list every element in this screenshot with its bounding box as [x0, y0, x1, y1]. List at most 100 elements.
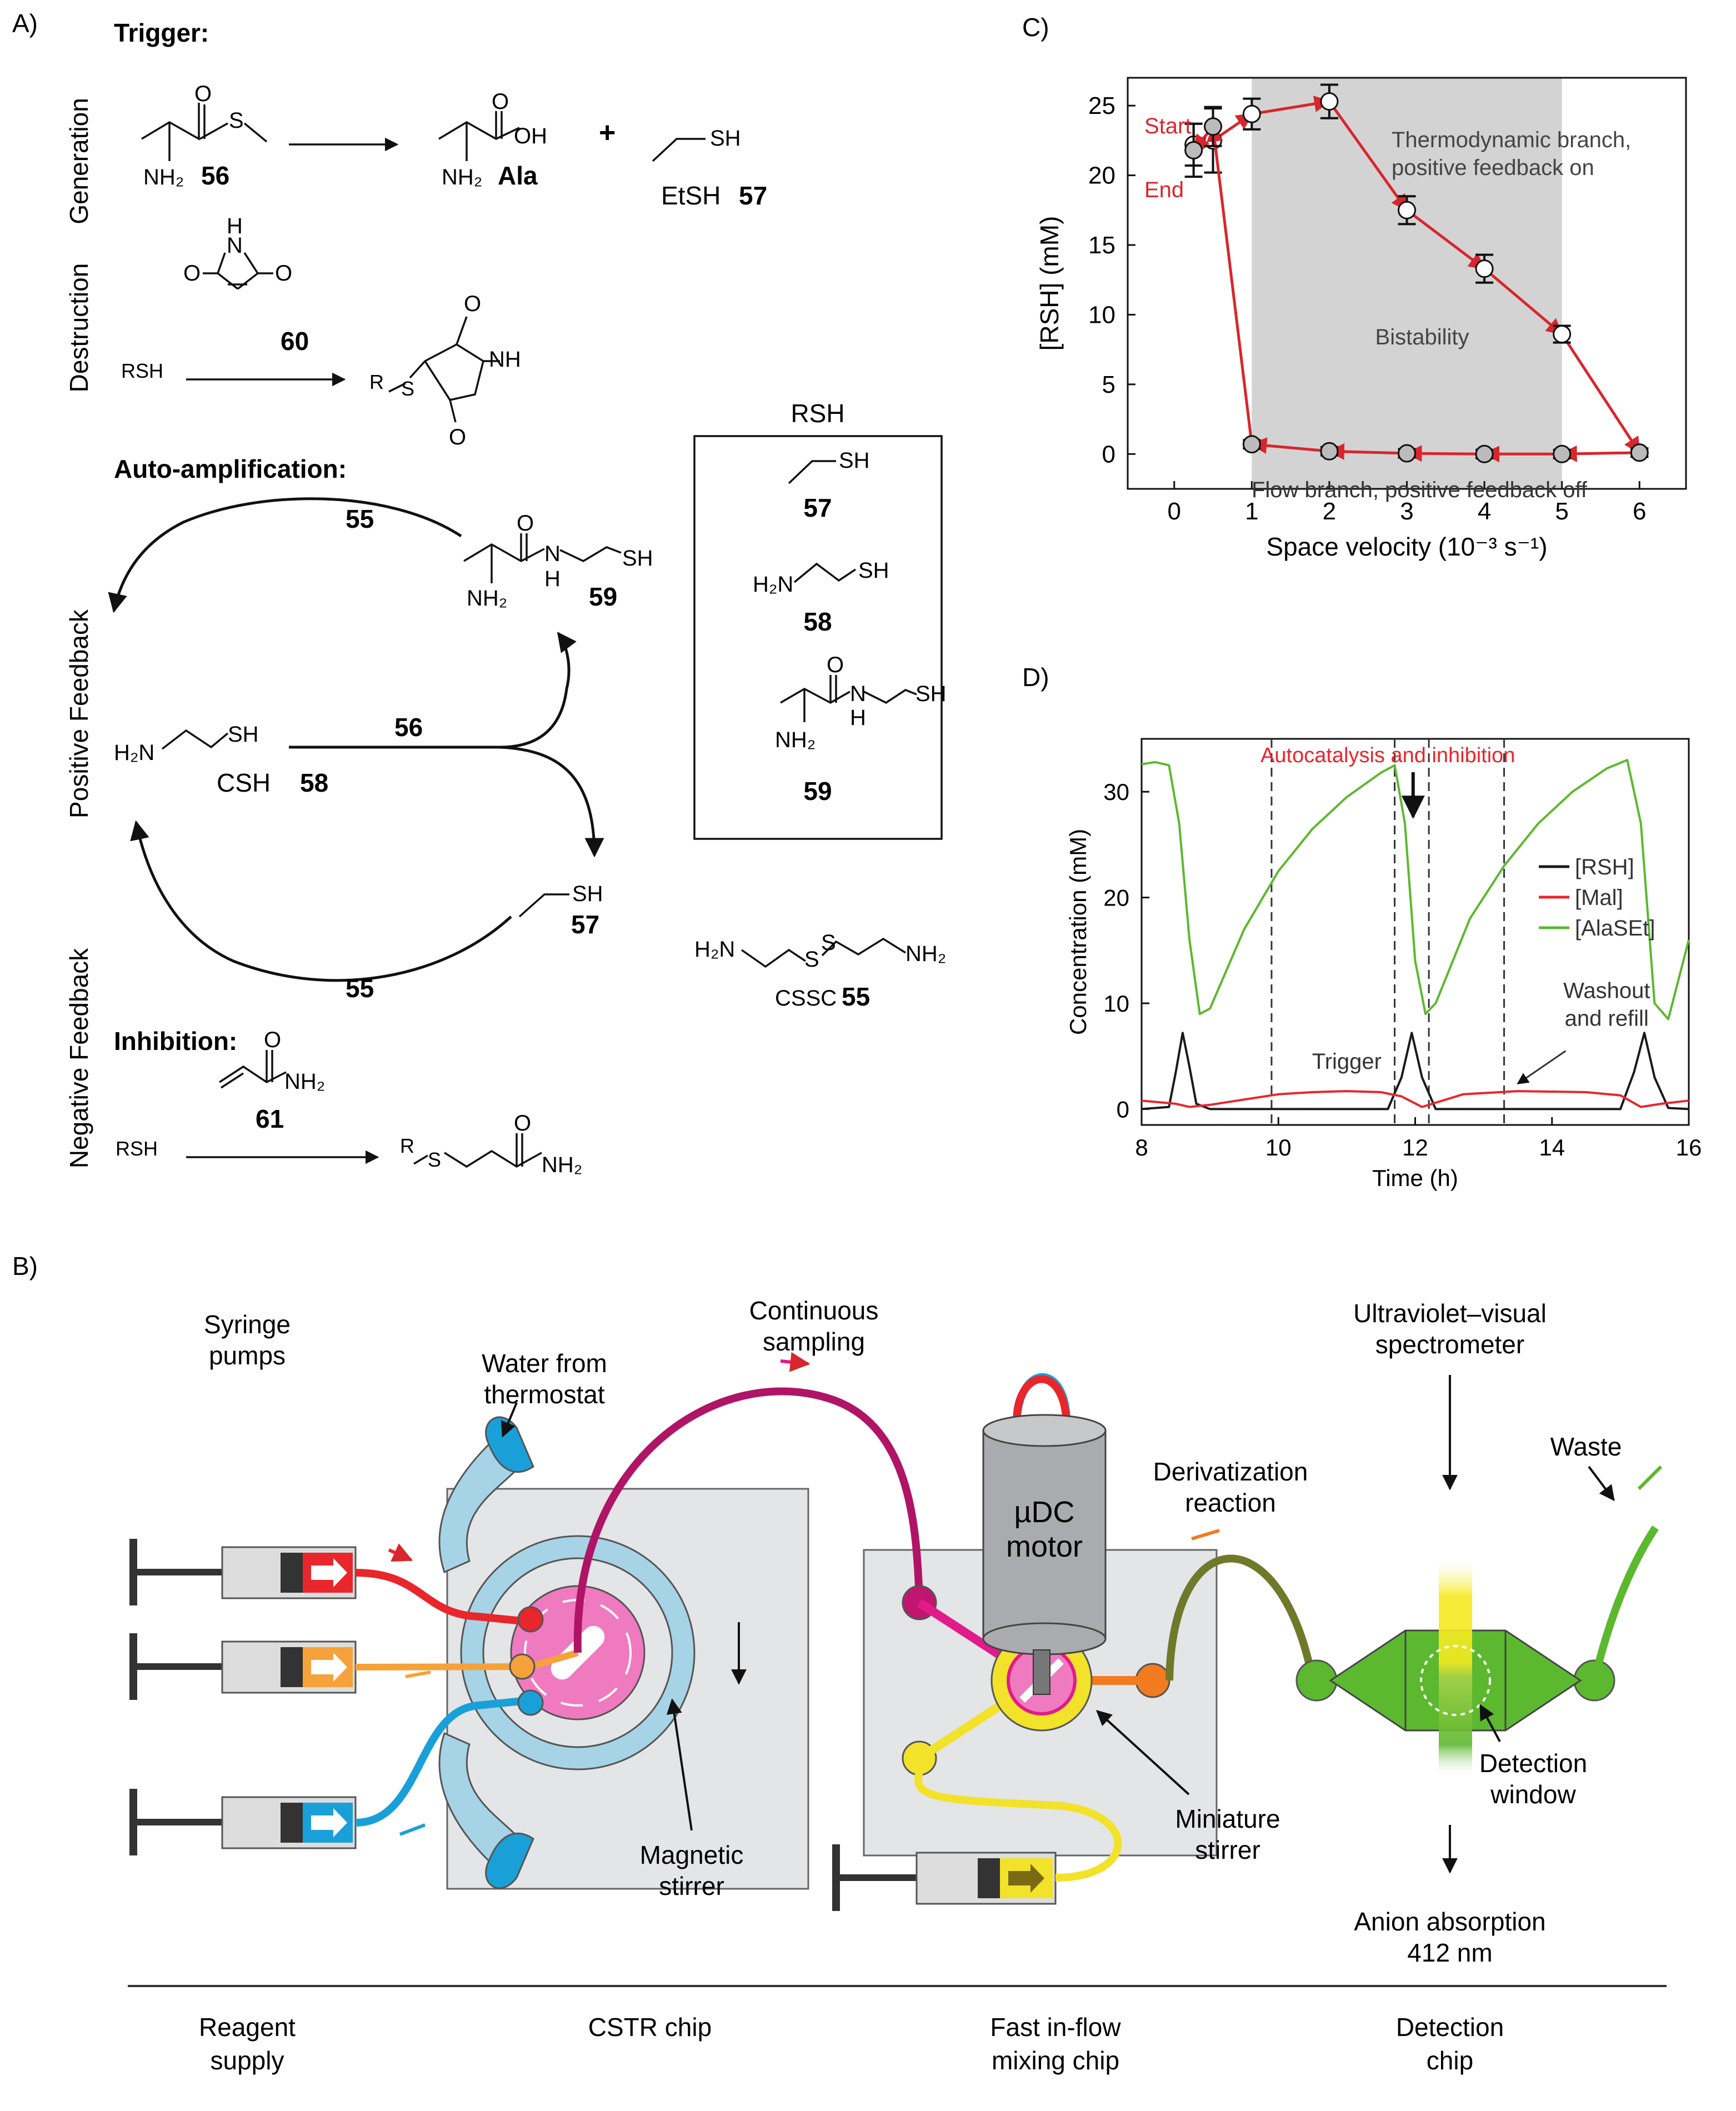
atom-h2n: H₂N — [694, 937, 735, 962]
series-segment-flow — [1405, 445, 1485, 462]
atom-o: O — [492, 89, 509, 114]
atom-nh2: NH₂ — [442, 165, 482, 189]
rsh-item-58: 58 — [803, 607, 832, 636]
series-line-Mal — [1141, 1090, 1689, 1108]
atom-h: H — [544, 567, 561, 591]
series-line-AlaSEt — [1141, 759, 1690, 1021]
footer-cstr: CSTR chip — [588, 2013, 712, 2042]
x-tick-label: 4 — [1478, 498, 1491, 525]
atom-h2n: H₂N — [753, 572, 793, 597]
atom-r: R — [369, 371, 384, 393]
tube-blue — [355, 1696, 534, 1827]
motor — [982, 1373, 1107, 1695]
molecule-ala — [438, 111, 520, 161]
compound-56: 56 — [201, 161, 229, 190]
syringe-blue — [129, 1789, 357, 1855]
data-point-thermo — [1553, 325, 1572, 344]
atom-o: O — [517, 511, 534, 536]
panel-a: A) Trigger: Generation Destruction Posit… — [12, 9, 947, 1177]
series-segment-thermo — [1483, 267, 1563, 336]
molecule-adduct — [413, 1133, 542, 1168]
compound-55: 55 — [842, 982, 870, 1011]
atom-nh: NH — [489, 347, 521, 372]
x-tick-label: 12 — [1402, 1134, 1428, 1160]
panel-label-c: C) — [1022, 13, 1049, 42]
rsh-item-59: 59 — [803, 777, 832, 806]
atom-o: O — [449, 425, 466, 449]
atom-sh: SH — [622, 546, 653, 571]
atom-n: N — [227, 233, 243, 258]
x-tick-label: 1 — [1245, 498, 1258, 525]
molecule-59 — [463, 533, 622, 583]
atom-rsh: RSH — [116, 1137, 158, 1160]
x-axis-label: Space velocity (10⁻³ s⁻¹) — [1266, 532, 1547, 561]
atom-o: O — [264, 1028, 281, 1052]
panel-label-b: B) — [12, 1252, 38, 1280]
side-label-generation: Generation — [64, 98, 93, 224]
x-tick-label: 14 — [1539, 1134, 1565, 1160]
plus-sign: + — [599, 117, 616, 149]
data-point-flow — [1398, 444, 1416, 463]
compound-60: 60 — [281, 327, 309, 356]
annotation-flow: Flow branch, positive feedback off — [1252, 478, 1588, 502]
side-label-negative: Negative Feedback — [64, 948, 93, 1168]
washout-arrow — [1517, 1050, 1567, 1084]
compound-cssc: CSSC — [775, 986, 837, 1011]
section-inhibition: Inhibition: — [114, 1027, 237, 1056]
atom-o: O — [827, 653, 844, 677]
atom-o: O — [275, 261, 292, 286]
data-point-thermo — [1475, 259, 1494, 278]
compound-57: 57 — [571, 910, 599, 939]
atom-s: S — [229, 108, 244, 133]
rsh-box-title: RSH — [791, 399, 844, 428]
data-point-flow — [1475, 444, 1494, 463]
atom-sh: SH — [228, 722, 259, 747]
panel-b: B) — [12, 1252, 1667, 2075]
atom-nh2: NH₂ — [467, 586, 507, 611]
y-tick-label: 30 — [1103, 779, 1129, 805]
atom-h: H — [227, 214, 243, 238]
atom-oh: OH — [514, 124, 547, 148]
y-axis-label: [RSH] (mM) — [1035, 216, 1064, 351]
atom-s: S — [821, 931, 836, 955]
atom-nh2: NH₂ — [542, 1153, 582, 1177]
atom-nh2: NH₂ — [905, 942, 946, 966]
tube-sampling — [573, 1387, 923, 1653]
data-point-flow — [1242, 435, 1261, 454]
atom-sh: SH — [839, 448, 870, 473]
series-segment-thermo — [1251, 96, 1331, 116]
x-tick-label: 10 — [1265, 1134, 1292, 1160]
atom-o: O — [194, 82, 212, 106]
compound-56: 56 — [394, 713, 423, 742]
molecule-55 — [741, 937, 906, 968]
series-segment-flow — [1206, 124, 1253, 445]
molecule-56 — [141, 103, 268, 161]
x-tick-label: 5 — [1555, 498, 1568, 525]
molecule-58 — [161, 729, 229, 750]
compound-ala: Ala — [498, 161, 538, 190]
rsh-box — [693, 435, 943, 840]
annotation-trigger: Trigger — [1312, 1049, 1382, 1074]
feedback-cycle — [108, 497, 604, 982]
x-tick-label: 3 — [1400, 498, 1413, 525]
side-label-destruction: Destruction — [64, 263, 93, 393]
y-tick-label: 25 — [1088, 92, 1115, 119]
y-tick-label: 10 — [1088, 301, 1115, 328]
legend-entry: [Mal] — [1575, 886, 1623, 910]
atom-o: O — [183, 261, 201, 286]
compound-csh: CSH — [217, 768, 271, 797]
molecule-57 — [518, 893, 569, 918]
atom-sh: SH — [572, 882, 603, 906]
x-tick-label: 6 — [1633, 498, 1646, 525]
atom-nh2: NH₂ — [143, 165, 184, 189]
rsh-box-structures — [780, 460, 917, 722]
atom-o: O — [514, 1111, 531, 1135]
